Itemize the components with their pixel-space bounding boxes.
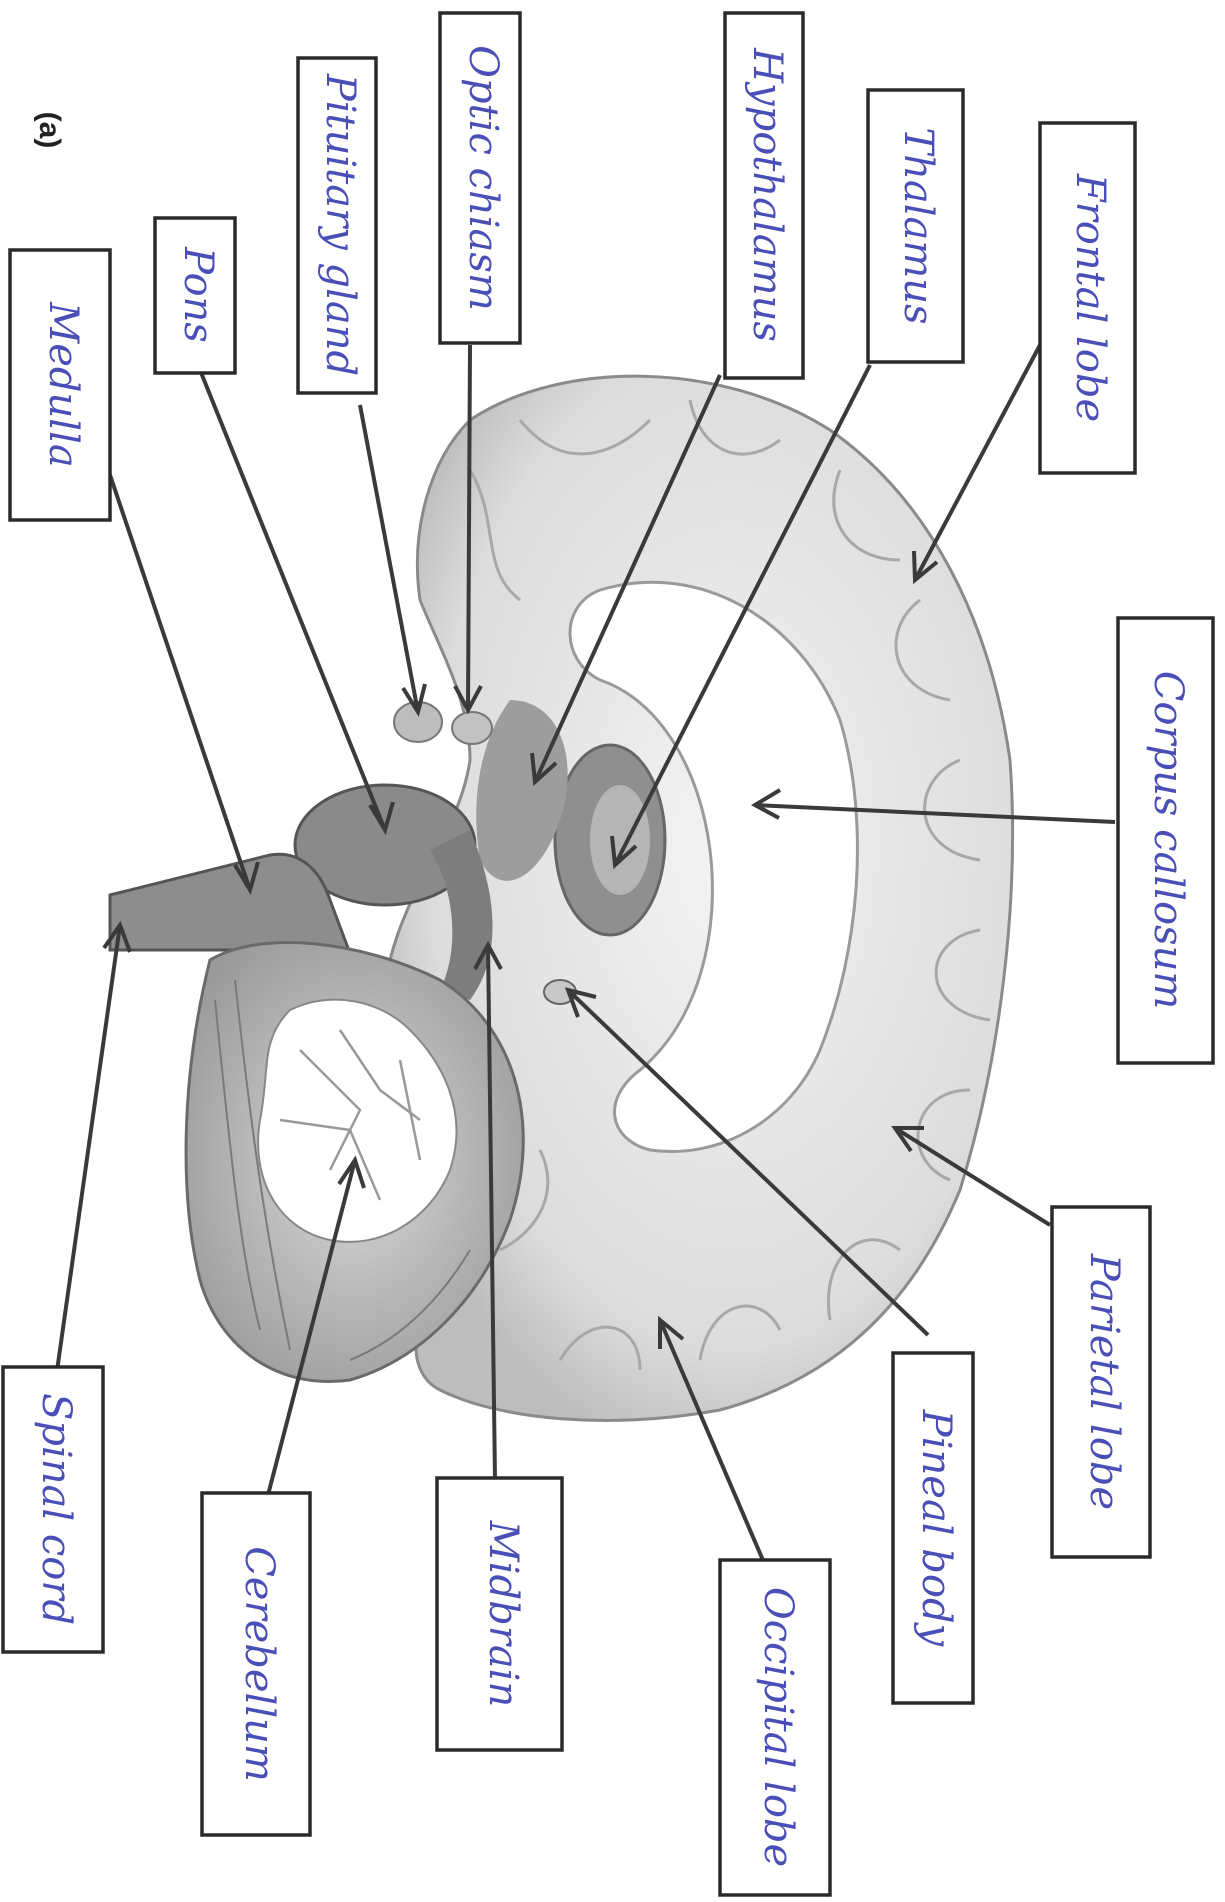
label-spinal-text: Spinal cord <box>33 1393 79 1625</box>
brain-illustration <box>110 376 1013 1420</box>
label-parietal-text: Parietal lobe <box>1081 1253 1127 1510</box>
label-cerebellum: Cerebellum <box>202 1493 310 1835</box>
label-corpus: Corpus callosum <box>1118 618 1213 1063</box>
optic-chiasm-shape <box>452 712 492 744</box>
label-thalamus-text: Thalamus <box>895 127 941 324</box>
label-pons-text: Pons <box>175 246 221 343</box>
label-medulla-text: Medulla <box>40 301 86 467</box>
label-medulla: Medulla <box>10 250 110 520</box>
label-midbrain-text: Midbrain <box>480 1520 526 1707</box>
label-spinal: Spinal cord <box>3 1367 103 1652</box>
label-cerebellum-text: Cerebellum <box>236 1546 282 1782</box>
figure-label: (a) <box>33 112 66 149</box>
label-pituitary: Pituitary gland <box>298 58 376 393</box>
label-occipital-text: Occipital lobe <box>755 1587 801 1867</box>
label-hypothalamus-text: Hypothalamus <box>744 47 790 342</box>
label-corpus-text: Corpus callosum <box>1145 671 1191 1010</box>
label-parietal: Parietal lobe <box>1052 1207 1150 1557</box>
label-thalamus: Thalamus <box>868 90 963 362</box>
label-occipital: Occipital lobe <box>720 1560 830 1895</box>
label-optic-text: Optic chiasm <box>460 45 506 311</box>
label-pineal-text: Pineal body <box>913 1409 959 1648</box>
label-midbrain: Midbrain <box>437 1478 562 1750</box>
label-optic: Optic chiasm <box>440 13 520 343</box>
label-hypothalamus: Hypothalamus <box>725 13 803 378</box>
label-pineal: Pineal body <box>893 1353 973 1703</box>
label-pituitary-text: Pituitary gland <box>317 73 363 376</box>
label-pons: Pons <box>155 218 235 373</box>
label-frontal: Frontal lobe <box>1040 123 1135 473</box>
label-frontal-text: Frontal lobe <box>1067 173 1113 422</box>
